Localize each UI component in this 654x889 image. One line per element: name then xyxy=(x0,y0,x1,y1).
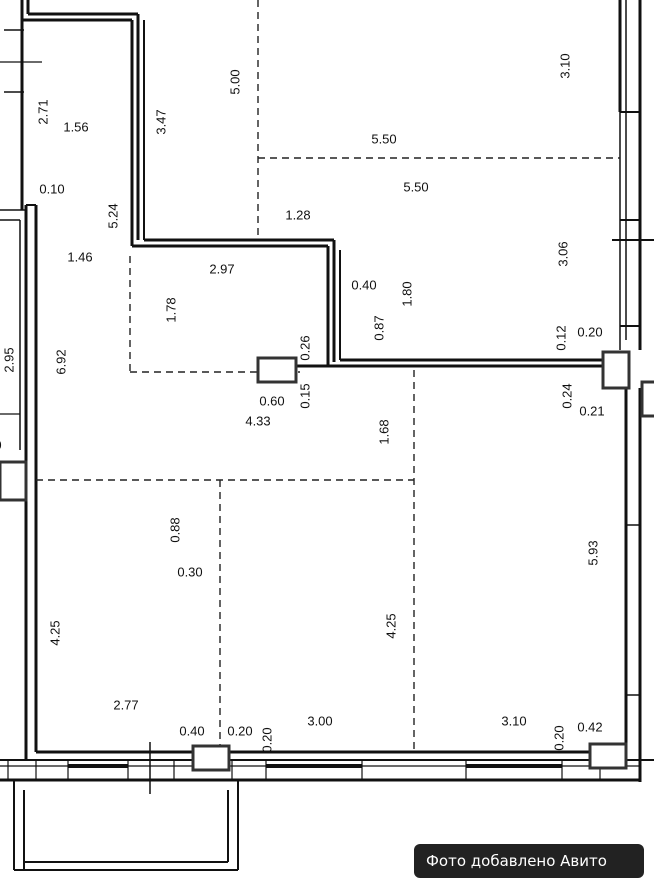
dimension-label: 0 xyxy=(0,437,2,452)
room-divisions xyxy=(36,0,620,752)
dimension-label: 0.42 xyxy=(577,719,602,734)
dimension-label: 4.33 xyxy=(245,413,270,428)
dimension-label: 0.20 xyxy=(227,723,252,738)
dimension-label: 5.50 xyxy=(403,179,428,194)
dimension-label: 5.93 xyxy=(585,540,600,565)
dimension-label: 2.95 xyxy=(1,347,16,372)
column-left xyxy=(0,460,28,502)
exterior-walls xyxy=(0,0,654,871)
dimension-label: 0.20 xyxy=(551,725,566,750)
dimension-label: 3.47 xyxy=(153,109,168,134)
dimension-labels: 5.00 3.10 2.71 1.56 3.47 5.50 0.10 5.50 5.24 1.28… xyxy=(0,53,605,752)
dimension-label: 2.97 xyxy=(209,261,234,276)
column-right-edge xyxy=(640,380,654,418)
dimension-label: 4.25 xyxy=(47,620,62,645)
dimension-label: 1.68 xyxy=(376,419,391,444)
dimension-label: 1.56 xyxy=(63,119,88,134)
dimension-label: 0.24 xyxy=(559,383,574,408)
watermark-badge xyxy=(414,844,644,878)
dimension-label: 0.40 xyxy=(351,277,376,292)
column-center xyxy=(256,356,298,384)
dimension-label: 0.15 xyxy=(297,383,312,408)
dimension-label: 2.77 xyxy=(113,697,138,712)
dimension-label: 3.06 xyxy=(555,241,570,266)
dimension-label: 0.12 xyxy=(553,325,568,350)
column-right xyxy=(601,350,631,390)
dimension-label: 0.20 xyxy=(259,727,274,752)
dimension-label: 1.28 xyxy=(285,207,310,222)
dimension-label: 6.92 xyxy=(53,349,68,374)
column-bottom xyxy=(191,744,231,772)
dimension-label: 0.10 xyxy=(39,181,64,196)
dimension-label: 5.50 xyxy=(371,131,396,146)
columns xyxy=(0,350,654,772)
dimension-label: 3.10 xyxy=(557,53,572,78)
column-bottom-right xyxy=(588,742,628,770)
dimension-label: 1.78 xyxy=(163,297,178,322)
dimension-label: 3.10 xyxy=(501,713,526,728)
dimension-label: 0.87 xyxy=(371,315,386,340)
dimension-label: 0.40 xyxy=(179,723,204,738)
watermark-text: Фото добавлено Авито xyxy=(426,852,607,870)
dimension-label: 0.88 xyxy=(167,517,182,542)
dimension-label: 2.71 xyxy=(35,99,50,124)
dimension-label: 5.24 xyxy=(105,203,120,228)
dimension-label: 3.00 xyxy=(307,713,332,728)
dimension-label: 5.00 xyxy=(227,69,242,94)
dimension-label: 0.30 xyxy=(177,564,202,579)
dimension-label: 1.46 xyxy=(67,249,92,264)
dimension-label: 4.25 xyxy=(383,613,398,638)
dimension-label: 0.60 xyxy=(259,393,284,408)
dimension-label: 0.21 xyxy=(579,403,604,418)
dimension-label: 0.26 xyxy=(297,335,312,360)
dimension-label: 0.20 xyxy=(577,324,602,339)
dimension-label: 1.80 xyxy=(399,281,414,306)
